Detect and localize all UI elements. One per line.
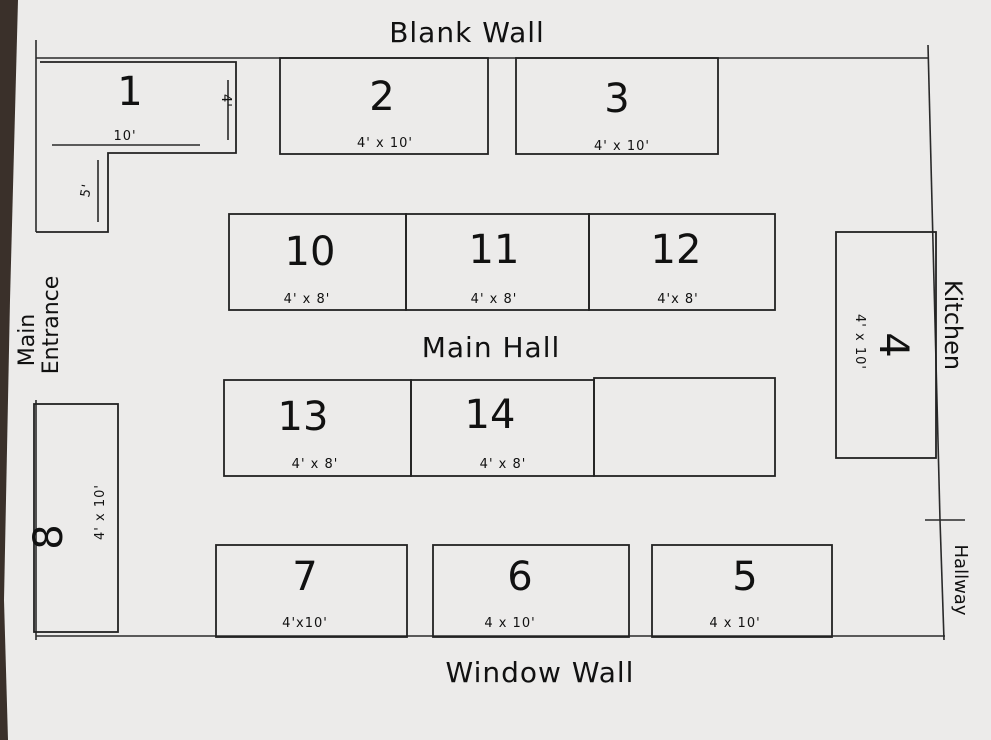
table-11-number: 12	[651, 227, 702, 273]
table-6-size: 4 x 10'	[484, 616, 535, 631]
table-11-size: 4'x 8'	[657, 292, 699, 307]
table-12[interactable]: 13 4' x 8'	[223, 379, 412, 477]
table-3-size: 4' x 10'	[594, 139, 650, 154]
blank-wall-label: Blank Wall	[389, 16, 545, 49]
hallway-wall-line	[939, 519, 945, 641]
table-3-number: 3	[604, 76, 629, 122]
table-2-size: 4' x 10'	[357, 136, 413, 151]
table-8-size: 4' x 10'	[93, 484, 108, 540]
table-5-number: 5	[732, 554, 757, 600]
table-2-outline	[279, 57, 489, 155]
table-2[interactable]: 2 4' x 10'	[279, 57, 489, 155]
table-8-number: 8	[26, 524, 72, 549]
table-14[interactable]	[593, 377, 776, 477]
table-1-number: 1	[117, 69, 142, 115]
table-1-outline	[36, 61, 237, 233]
table-10-size: 4' x 8'	[471, 292, 518, 307]
table-9-size: 4' x 8'	[284, 292, 331, 307]
table-8[interactable]: 8 4' x 10'	[26, 403, 119, 633]
table-11-outline	[588, 213, 776, 311]
table-6[interactable]: 6 4 x 10'	[432, 544, 630, 638]
main-entrance-label-line2: Entrance	[39, 276, 64, 375]
kitchen-wall-line	[927, 44, 941, 521]
table-6-number: 6	[507, 554, 532, 600]
table-12-number: 13	[278, 394, 329, 440]
table-7-number: 7	[292, 554, 317, 600]
table-7[interactable]: 7 4'x10'	[215, 544, 408, 638]
table-1[interactable]: 1 10' 4' 5'	[36, 61, 237, 233]
table-5-outline	[651, 544, 833, 638]
table-4-number: 4	[870, 332, 916, 357]
table-10-number: 11	[469, 227, 520, 273]
table-6-outline	[432, 544, 630, 638]
table-1-width-label: 10'	[113, 129, 136, 144]
window-wall-label: Window Wall	[446, 656, 635, 689]
table-14-outline	[593, 377, 776, 477]
table-1-depth-label: 4'	[218, 94, 233, 108]
table-5-size: 4 x 10'	[709, 616, 760, 631]
main-entrance-label-line1: Main	[15, 314, 40, 367]
table-7-size: 4'x10'	[282, 616, 328, 631]
hallway-label: Hallway	[950, 545, 971, 616]
table-13-number: 14	[465, 392, 516, 438]
table-8-outline	[33, 403, 119, 633]
table-9[interactable]: 10 4' x 8'	[228, 213, 407, 311]
table-2-number: 2	[369, 74, 394, 120]
table-12-size: 4' x 8'	[292, 457, 339, 472]
table-9-number: 10	[285, 229, 336, 275]
table-13-size: 4' x 8'	[480, 457, 527, 472]
main-hall-label: Main Hall	[422, 331, 561, 364]
table-5[interactable]: 5 4 x 10'	[651, 544, 833, 638]
table-3[interactable]: 3 4' x 10'	[515, 57, 719, 155]
table-7-outline	[215, 544, 408, 638]
table-3-outline	[515, 57, 719, 155]
table-11[interactable]: 12 4'x 8'	[588, 213, 776, 311]
table-4[interactable]: 4 4' x 10'	[835, 231, 937, 459]
table-4-size: 4' x 10'	[852, 314, 867, 370]
table-4-outline	[835, 231, 937, 459]
table-1-leg-label: 5'	[78, 182, 95, 198]
kitchen-label: Kitchen	[939, 280, 967, 370]
table-10[interactable]: 11 4' x 8'	[405, 213, 590, 311]
paper-sheet	[4, 0, 991, 740]
